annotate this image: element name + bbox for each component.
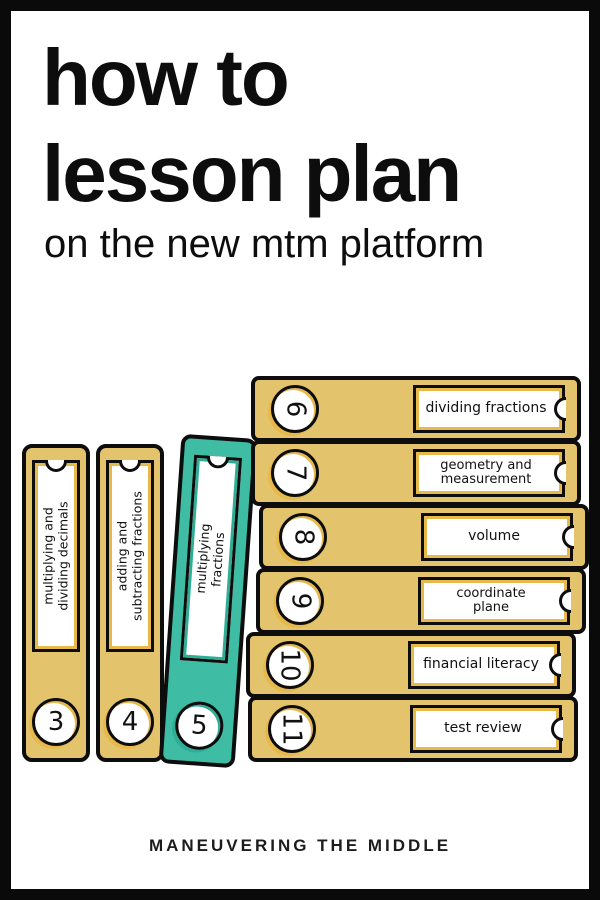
label-notch-icon: [553, 461, 566, 485]
binder-spine-label-text: volume: [468, 528, 520, 545]
binder-number: 11: [277, 712, 307, 746]
stacked-binder: 6 dividing fractions: [251, 376, 581, 442]
binder-number-badge: 6: [271, 385, 319, 433]
binder-number: 3: [47, 707, 65, 737]
subtitle: on the new mtm platform: [44, 222, 485, 266]
binder-number-badge: 10: [266, 641, 314, 689]
binder-number: 4: [121, 707, 139, 737]
label-notch-icon: [45, 459, 67, 472]
binder-number-badge: 4: [106, 698, 154, 746]
binder-spine-label: dividing fractions: [413, 385, 566, 433]
binder-number: 5: [189, 710, 209, 742]
label-notch-icon: [550, 717, 563, 741]
binder-number: 10: [275, 648, 305, 682]
label-notch-icon: [561, 525, 574, 549]
binder-spine-label-text: dividing fractions: [425, 400, 547, 417]
label-notch-icon: [553, 397, 566, 421]
binder-number-badge: 8: [279, 513, 327, 561]
binder-spine-label: financial literacy: [408, 641, 561, 689]
binder-number-badge: 5: [173, 700, 225, 752]
label-notch-icon: [558, 589, 571, 613]
stacked-binder: 11 test review: [248, 696, 578, 762]
binder-spine-label-text: test review: [444, 720, 522, 737]
title-line-1: how to: [42, 33, 290, 122]
binder-spine-label-text: financial literacy: [423, 656, 539, 673]
binder-number-badge: 7: [271, 449, 319, 497]
binder-number-badge: 11: [268, 705, 316, 753]
binder-number-badge: 9: [276, 577, 324, 625]
title-block: how to lesson plan: [42, 30, 462, 222]
binder-number: 8: [287, 528, 318, 546]
label-notch-icon: [119, 459, 141, 472]
binder-number: 6: [279, 400, 310, 418]
brand-footer: MANEUVERING THE MIDDLE: [148, 836, 452, 855]
binder-number: 7: [279, 464, 310, 482]
stacked-binder: 10 financial literacy: [246, 632, 576, 698]
binder-number: 9: [284, 592, 315, 610]
binder-spine-label: test review: [410, 705, 563, 753]
binder-spine-label: volume: [421, 513, 574, 561]
label-notch-icon: [548, 653, 561, 677]
binder-number-badge: 3: [32, 698, 80, 746]
title-line-2: lesson plan: [42, 129, 462, 218]
stacked-binder: 8 volume: [259, 504, 589, 570]
